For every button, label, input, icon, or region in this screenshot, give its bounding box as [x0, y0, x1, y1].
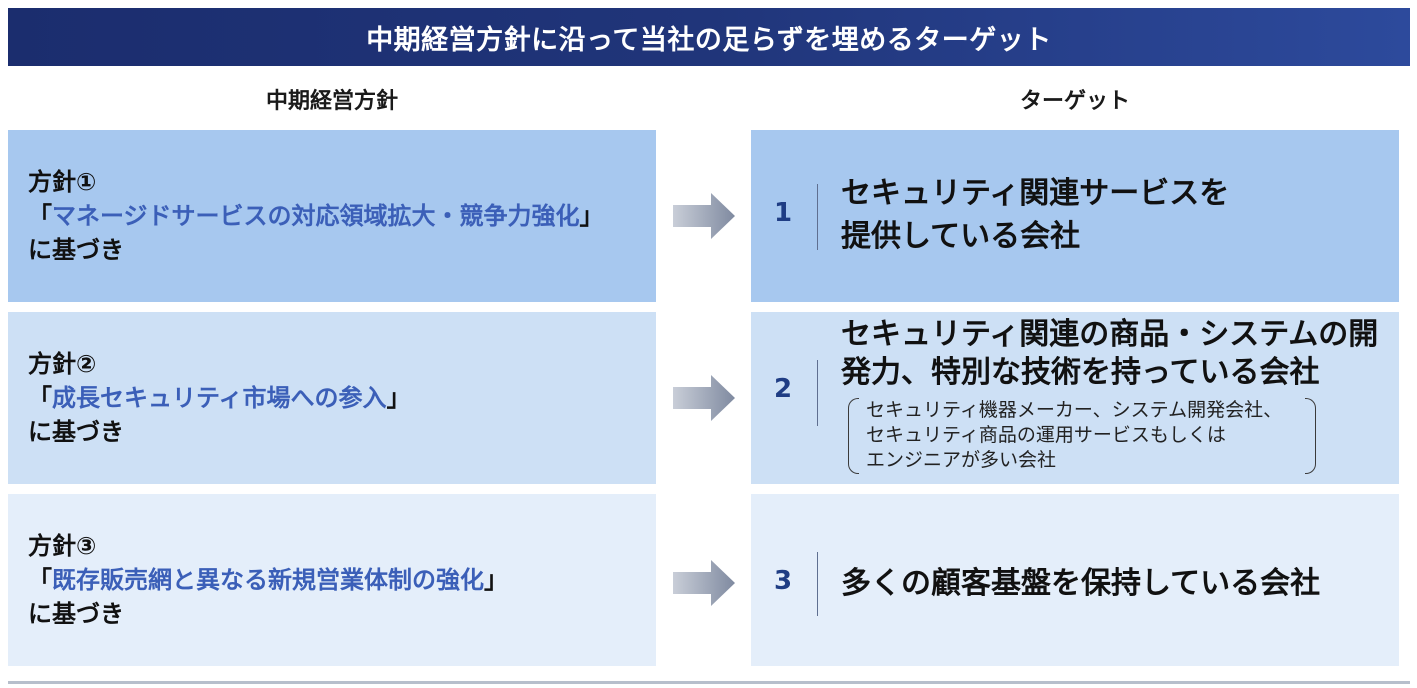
target-text-2: セキュリティ関連の商品・システムの開 発力、特別な技術を持っている会社	[841, 316, 1378, 392]
target-line-1: セキュリティ関連の商品・システムの開	[841, 317, 1379, 352]
right-arrow-icon	[673, 560, 735, 606]
bracket-left	[848, 398, 859, 474]
right-column-header: ターゲット	[1019, 89, 1130, 114]
note-line: エンジニアが多い会社	[866, 449, 1057, 471]
target-text-1: セキュリティ関連サービスを 提供している会社	[841, 172, 1229, 258]
page-title: 中期経営方針に沿って当社の足らずを埋めるターゲット	[8, 8, 1410, 66]
target-number: 1	[773, 198, 793, 228]
quote-open: 「	[28, 566, 52, 594]
policy-box-3: 方針③ 「既存販売網と異なる新規営業体制の強化」 に基づき	[8, 494, 656, 666]
policy-suffix: に基づき	[28, 236, 124, 264]
target-box-3: 3 多くの顧客基盤を保持している会社	[751, 494, 1399, 666]
target-line-2: 提供している会社	[841, 219, 1081, 254]
policy-highlight: 既存販売網と異なる新規営業体制の強化	[52, 566, 484, 594]
quote-close: 」	[386, 384, 411, 412]
policy-suffix: に基づき	[28, 600, 124, 628]
bracket-right	[1305, 398, 1316, 474]
target-number: 3	[773, 566, 793, 596]
policy-name: 方針②	[28, 350, 97, 378]
bottom-divider	[8, 681, 1410, 684]
target-text-3: 多くの顧客基盤を保持している会社	[841, 562, 1320, 605]
divider-line	[817, 360, 818, 426]
target-line-1: 多くの顧客基盤を保持している会社	[841, 566, 1321, 601]
policy-box-2: 方針② 「成長セキュリティ市場への参入」 に基づき	[8, 312, 656, 484]
note-line: セキュリティ商品の運用サービスもしくは	[866, 424, 1226, 446]
quote-open: 「	[28, 384, 52, 412]
target-box-1: 1 セキュリティ関連サービスを 提供している会社	[751, 130, 1399, 302]
quote-open: 「	[28, 202, 52, 230]
target-number: 2	[773, 374, 793, 404]
quote-close: 」	[484, 566, 508, 594]
divider-line	[817, 552, 818, 616]
policy-box-1: 方針① 「マネージドサービスの対応領域拡大・競争力強化」 に基づき	[8, 130, 656, 302]
target-box-2: 2 セキュリティ関連の商品・システムの開 発力、特別な技術を持っている会社 セキ…	[751, 312, 1399, 484]
policy-text-2: 方針② 「成長セキュリティ市場への参入」 に基づき	[28, 347, 411, 449]
target-note: セキュリティ機器メーカー、システム開発会社、 セキュリティ商品の運用サービスもし…	[848, 398, 1316, 474]
divider-line	[817, 184, 818, 250]
policy-suffix: に基づき	[28, 418, 124, 446]
target-line-2: 発力、特別な技術を持っている会社	[841, 355, 1320, 390]
policy-name: 方針③	[28, 532, 97, 560]
policy-name: 方針①	[28, 168, 97, 196]
right-arrow-icon	[673, 193, 735, 239]
note-line: セキュリティ機器メーカー、システム開発会社、	[866, 399, 1283, 421]
left-column-header: 中期経営方針	[265, 89, 398, 114]
policy-text-3: 方針③ 「既存販売網と異なる新規営業体制の強化」 に基づき	[28, 529, 508, 631]
policy-highlight: 成長セキュリティ市場への参入	[52, 384, 387, 412]
policy-text-1: 方針① 「マネージドサービスの対応領域拡大・競争力強化」 に基づき	[28, 165, 604, 267]
right-arrow-icon	[673, 375, 735, 421]
target-line-1: セキュリティ関連サービスを	[841, 176, 1230, 211]
policy-highlight: マネージドサービスの対応領域拡大・競争力強化	[52, 202, 580, 230]
quote-close: 」	[579, 202, 604, 230]
